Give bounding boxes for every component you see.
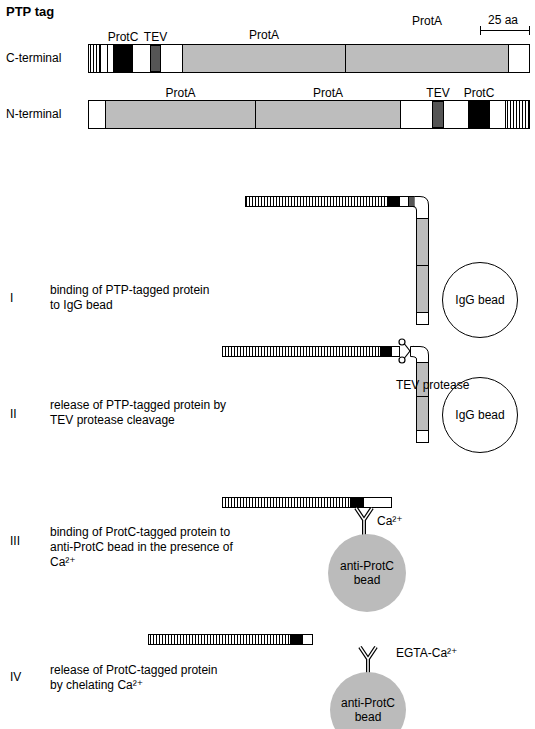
prota-segment: ProtA — [182, 44, 346, 73]
bead-label: IgG bead — [449, 408, 511, 422]
terminus-label: N-terminal — [6, 107, 61, 122]
tagged-protein — [246, 197, 429, 325]
step-number: IV — [10, 670, 21, 685]
prota-segment: ProtA — [105, 100, 256, 129]
ion-label: Ca²⁺ — [377, 514, 403, 529]
protA-remnant — [411, 347, 429, 443]
tag-bar — [89, 101, 530, 129]
scale-bar — [480, 26, 530, 35]
tev-site: TEV — [432, 101, 444, 128]
tag-bar — [89, 45, 530, 73]
segment-label: TEV — [426, 86, 449, 100]
figure-title: PTP tag — [6, 4, 54, 19]
step-description: release of PTP-tagged protein by TEV pro… — [50, 398, 250, 428]
step-number: II — [10, 407, 17, 422]
cleaved-protein — [223, 347, 400, 357]
segment-label: ProtC — [464, 86, 495, 100]
protc-segment: ProtC — [113, 45, 133, 72]
segment-label: ProtA — [313, 86, 343, 100]
tev-site: TEV — [150, 45, 161, 72]
prota-segment: ProtA — [345, 44, 509, 73]
segment-label: ProtA — [249, 28, 279, 42]
enzyme-label: TEV protease — [396, 378, 469, 393]
protein-stripes — [506, 101, 530, 129]
antibody-symbol — [356, 508, 372, 535]
bead-label: anti-ProtC bead — [337, 696, 399, 724]
anti-protc-bead: anti-ProtC bead — [330, 672, 406, 729]
chelator-label: EGTA-Ca²⁺ — [396, 646, 457, 661]
segment-label: TEV — [144, 30, 167, 44]
protc-segment: ProtC — [468, 101, 490, 128]
protein-stripes — [89, 45, 101, 73]
eluted-protein — [149, 635, 313, 645]
bead-label: anti-ProtC bead — [336, 559, 398, 587]
step-number: I — [10, 291, 13, 306]
terminus-label: C-terminal — [6, 51, 61, 66]
anti-protc-bead: anti-ProtC bead — [328, 534, 406, 612]
segment-divider — [107, 45, 108, 73]
antibody-symbol — [360, 647, 376, 673]
segment-label: ProtC — [108, 30, 139, 44]
protC-protein — [223, 498, 392, 508]
bead-label: IgG bead — [449, 293, 511, 307]
igg-bead: IgG bead — [442, 262, 518, 338]
segment-label: ProtA — [412, 14, 442, 28]
scale-label: 25 aa — [488, 13, 518, 28]
prota-segment: ProtA — [255, 100, 401, 129]
step-description: binding of PTP-tagged protein to IgG bea… — [50, 283, 210, 313]
step-description: release of ProtC-tagged protein by chela… — [50, 663, 230, 693]
step-number: III — [10, 534, 20, 549]
step-description: binding of ProtC-tagged protein to anti-… — [50, 525, 250, 570]
segment-label: ProtA — [165, 86, 195, 100]
